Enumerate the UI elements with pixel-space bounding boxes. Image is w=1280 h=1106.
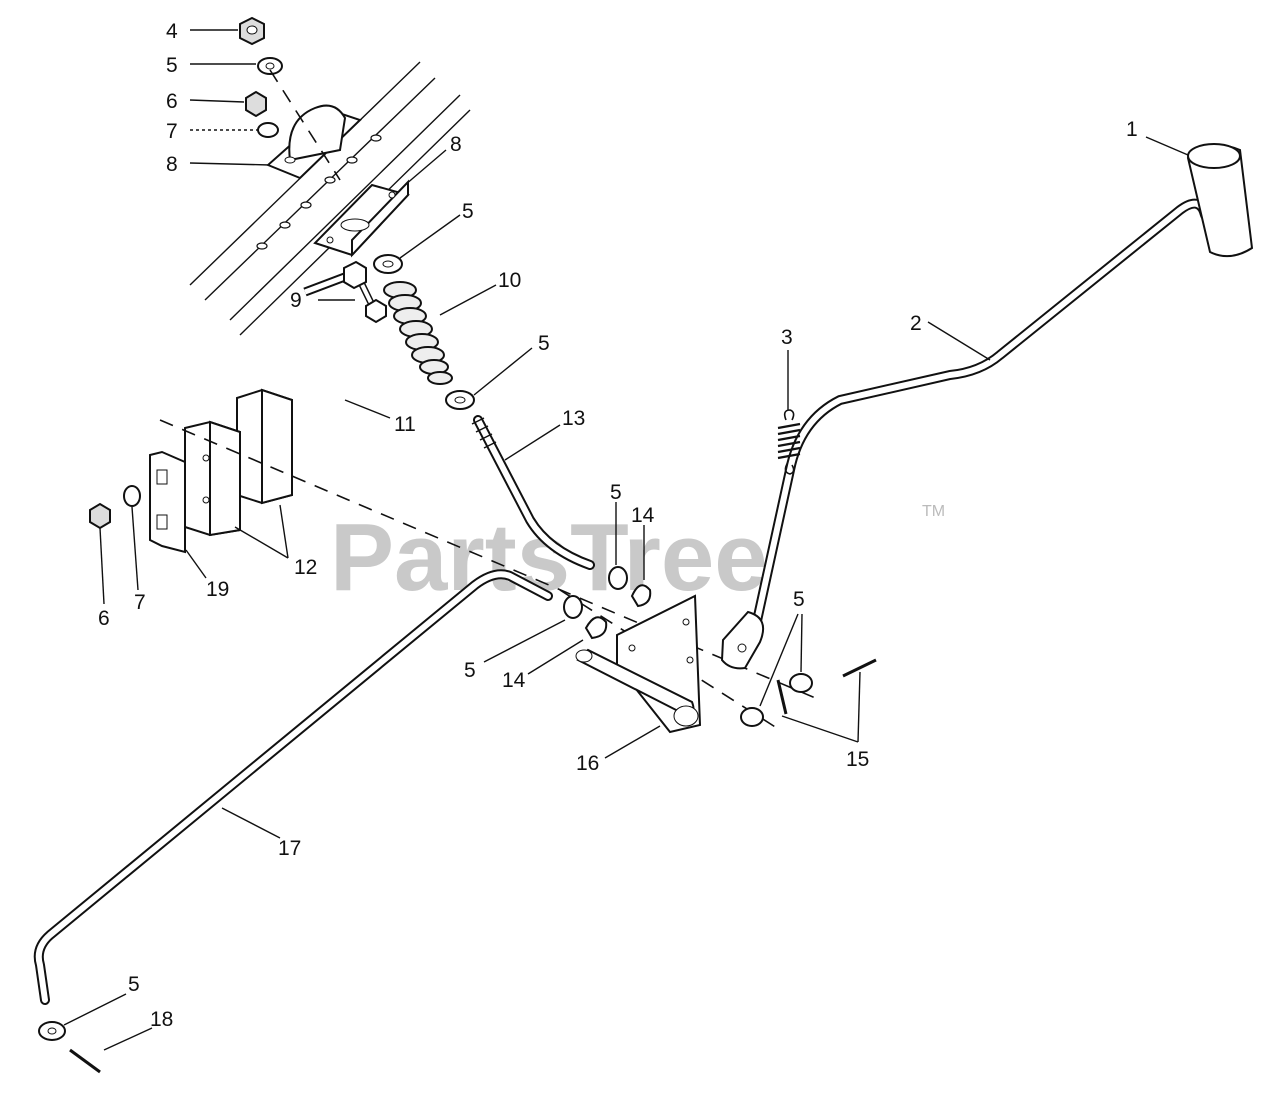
callout-13: 13 <box>562 407 585 430</box>
plate-part-19 <box>149 450 186 554</box>
nut-part-6-top <box>245 90 267 118</box>
callout-5: 5 <box>610 481 622 504</box>
block-part-12-rear <box>236 388 293 505</box>
cotter-pin-part-15 <box>776 658 877 715</box>
callout-9: 9 <box>290 289 302 312</box>
callout-18: 18 <box>150 1008 173 1031</box>
callout-5: 5 <box>166 54 178 77</box>
callout-6: 6 <box>98 607 110 630</box>
bolt-part-11 <box>303 260 367 297</box>
callout-7: 7 <box>134 591 146 614</box>
callout-14: 14 <box>502 669 526 692</box>
washer-part-5-spring-bottom <box>445 390 475 410</box>
callout-11: 11 <box>394 413 416 436</box>
bracket-lower-part-8 <box>313 179 410 258</box>
cotter-pin-part-18 <box>69 1048 101 1074</box>
leader-lines <box>63 29 1189 1051</box>
rod-part-17 <box>33 569 553 1005</box>
callout-5: 5 <box>793 588 805 611</box>
callout-3: 3 <box>781 326 793 349</box>
callout-2: 2 <box>910 312 922 335</box>
callout-4: 4 <box>166 20 178 43</box>
block-part-12-front <box>184 420 241 537</box>
callout-5: 5 <box>464 659 476 682</box>
callout-6: 6 <box>166 90 178 113</box>
callout-19: 19 <box>206 578 229 601</box>
callout-8: 8 <box>450 133 462 156</box>
frame-rail <box>189 61 471 336</box>
callout-15: 15 <box>846 748 869 771</box>
callout-12: 12 <box>294 556 317 579</box>
lever-rod-part-2 <box>720 198 1210 670</box>
washer-part-5-bottom <box>38 1021 66 1041</box>
nut-part-4 <box>239 16 265 46</box>
callout-1: 1 <box>1126 118 1138 141</box>
washer-part-5-right-a <box>789 673 813 693</box>
watermark-trademark: TM <box>922 503 945 520</box>
callout-17: 17 <box>278 837 301 860</box>
washer-part-7-top <box>257 122 279 138</box>
callout-14: 14 <box>631 504 655 527</box>
clip-part-14-b <box>584 616 608 640</box>
knob-part-1 <box>1186 143 1254 258</box>
washer-part-5-top <box>257 57 283 75</box>
nut-part-6-left <box>89 502 111 530</box>
callout-10: 10 <box>498 269 521 292</box>
clip-part-14-a <box>630 584 652 608</box>
callout-8: 8 <box>166 153 178 176</box>
rod-part-13 <box>471 415 595 570</box>
callout-5: 5 <box>462 200 474 223</box>
callout-labels: 4 5 6 7 8 8 5 9 10 5 11 13 1 2 3 5 14 12… <box>98 20 1138 1031</box>
callout-7: 7 <box>166 120 178 143</box>
washer-part-7-left <box>123 485 141 507</box>
spring-part-10 <box>383 281 453 385</box>
callout-5: 5 <box>128 973 140 996</box>
callout-5: 5 <box>538 332 550 355</box>
washer-part-5-right-b <box>740 707 764 727</box>
bracket-part-16 <box>575 594 702 734</box>
washer-part-5-mid-a <box>608 566 628 590</box>
spring-part-3 <box>777 409 801 475</box>
washer-part-5-mid-b <box>563 595 583 619</box>
washer-part-5-spring-top <box>373 254 403 274</box>
bracket-top-part-8 <box>266 104 362 180</box>
callout-16: 16 <box>576 752 599 775</box>
